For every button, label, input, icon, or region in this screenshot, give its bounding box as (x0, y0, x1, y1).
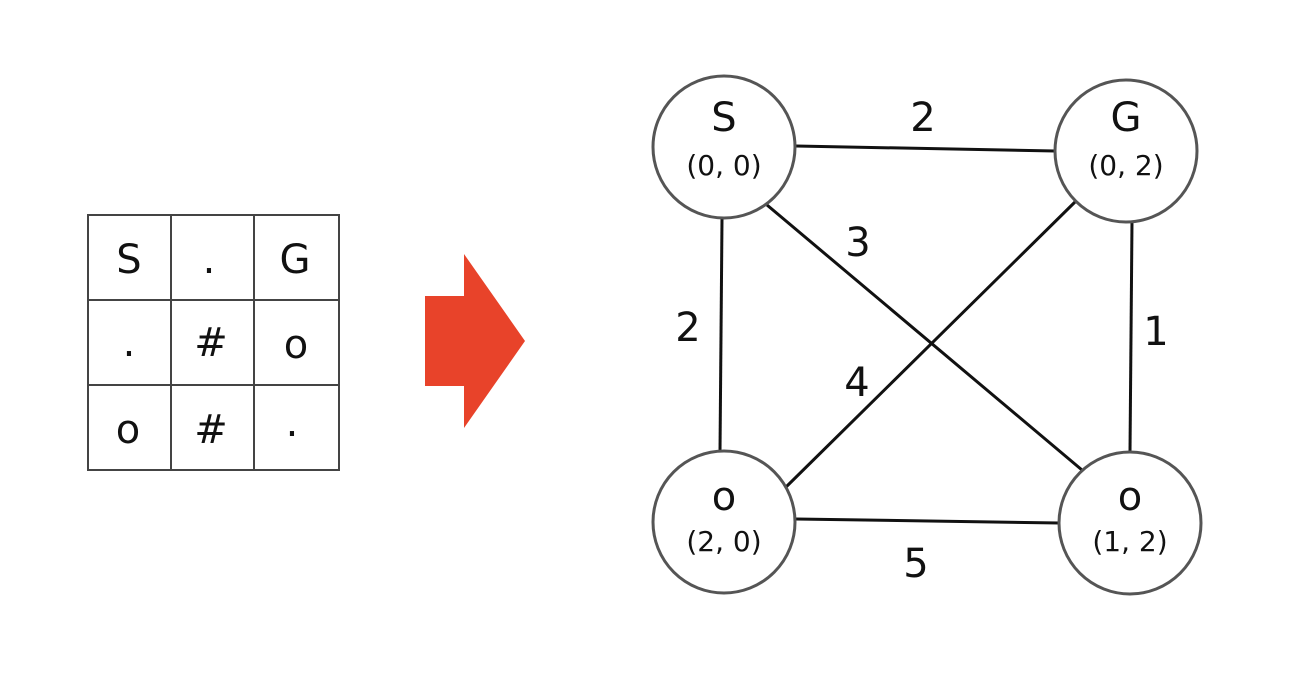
grid-border (87, 214, 340, 471)
edge-weight-s-g: 2 (910, 95, 935, 141)
node-circle (651, 74, 797, 220)
maze-grid: S . G . # o o # . (87, 214, 340, 471)
grid-cell-2-2: . (286, 400, 299, 446)
grid-cell-0-0: S (116, 237, 141, 283)
graph-node-o12: o (1, 2) (1057, 450, 1203, 596)
edge-weight-s-o12: 3 (845, 220, 870, 266)
edge-s-o20 (718, 218, 724, 453)
node-label: o (712, 474, 736, 520)
node-label: S (711, 95, 736, 141)
edge-g-o20 (784, 199, 1078, 489)
grid-cell-1-1: # (194, 320, 228, 366)
edge-weight-g-o20: 4 (844, 360, 869, 406)
graph-node-s: S (0, 0) (651, 74, 797, 220)
grid-cell-0-2: G (280, 237, 311, 283)
edge-s-g (795, 144, 1056, 153)
edge-weight-g-o12: 1 (1143, 309, 1168, 355)
node-circle (1053, 78, 1199, 224)
grid-cell-2-1: # (194, 407, 228, 453)
node-coord: (2, 0) (686, 525, 761, 558)
right-arrow-icon (425, 254, 525, 428)
edge-weight-s-o20: 2 (675, 305, 700, 351)
grid-cell-0-1: . (203, 237, 216, 283)
node-label: o (1118, 474, 1142, 520)
node-circle (651, 449, 797, 595)
edge-g-o12 (1128, 220, 1134, 453)
graph-edges: 2 2 3 4 1 5 (675, 95, 1168, 587)
grid-cell-2-0: o (116, 407, 140, 453)
grid-cell-1-2: o (284, 322, 308, 368)
edge-weight-o20-o12: 5 (903, 541, 928, 587)
node-coord: (0, 0) (686, 149, 761, 182)
node-circle (1057, 450, 1203, 596)
node-label: G (1111, 95, 1142, 141)
node-coord: (1, 2) (1092, 525, 1167, 558)
edge-s-o12 (766, 203, 1083, 472)
edge-o20-o12 (795, 517, 1060, 525)
graph-node-o20: o (2, 0) (651, 449, 797, 595)
node-coord: (0, 2) (1088, 149, 1163, 182)
graph-node-g: G (0, 2) (1053, 78, 1199, 224)
grid-cell-1-0: . (123, 320, 136, 366)
